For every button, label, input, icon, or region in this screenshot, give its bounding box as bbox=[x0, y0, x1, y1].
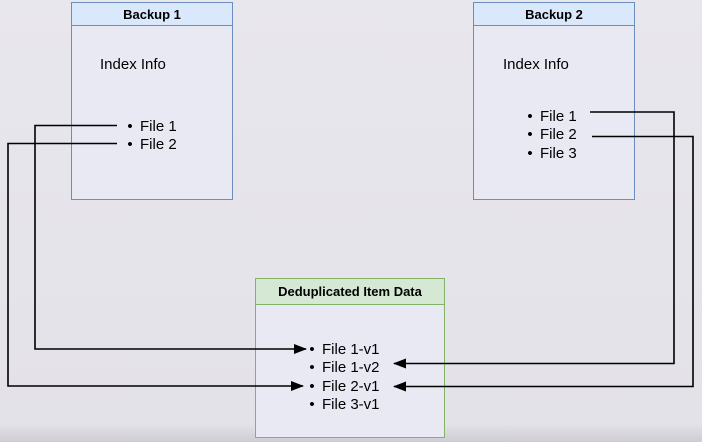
backup1-file-1: • File 1 bbox=[120, 117, 177, 136]
bullet-icon: • bbox=[309, 377, 315, 395]
backup2-file-list: • File 1 • File 2 • File 3 bbox=[520, 107, 577, 163]
dedup-header: Deduplicated Item Data bbox=[256, 279, 444, 305]
bullet-icon: • bbox=[527, 126, 533, 144]
bullet-icon: • bbox=[127, 136, 133, 154]
file-label: File 2-v1 bbox=[322, 377, 380, 395]
dedup-file-1-v1: • File 1-v1 bbox=[302, 340, 380, 359]
dedup-file-3-v1: • File 3-v1 bbox=[302, 396, 380, 415]
bullet-icon: • bbox=[527, 144, 533, 162]
file-label: File 1 bbox=[540, 107, 577, 125]
backup2-box: Backup 2 Index Info • File 1 • File 2 • … bbox=[473, 2, 635, 200]
backup2-file-1: • File 1 bbox=[520, 107, 577, 126]
bullet-icon: • bbox=[309, 359, 315, 377]
backup2-file-2: • File 2 bbox=[520, 126, 577, 145]
backup1-index-label: Index Info bbox=[100, 56, 166, 73]
backup1-header: Backup 1 bbox=[72, 3, 232, 26]
bullet-icon: • bbox=[309, 340, 315, 358]
bullet-icon: • bbox=[309, 396, 315, 414]
dedup-box: Deduplicated Item Data • File 1-v1 • Fil… bbox=[255, 278, 445, 438]
backup1-file-list: • File 1 • File 2 bbox=[120, 117, 177, 155]
dedup-title: Deduplicated Item Data bbox=[278, 284, 422, 299]
file-label: File 1-v1 bbox=[322, 340, 380, 358]
dedup-file-list: • File 1-v1 • File 1-v2 • File 2-v1 • Fi… bbox=[302, 340, 380, 415]
file-label: File 3 bbox=[540, 144, 577, 162]
dedup-file-1-v2: • File 1-v2 bbox=[302, 359, 380, 378]
backup1-title: Backup 1 bbox=[123, 6, 181, 22]
file-label: File 2 bbox=[140, 136, 177, 154]
dedup-file-2-v1: • File 2-v1 bbox=[302, 377, 380, 396]
backup1-box: Backup 1 Index Info • File 1 • File 2 bbox=[71, 2, 233, 200]
backup2-header: Backup 2 bbox=[474, 3, 634, 26]
file-label: File 1 bbox=[140, 117, 177, 135]
backup2-title: Backup 2 bbox=[525, 6, 583, 22]
backup2-file-3: • File 3 bbox=[520, 144, 577, 163]
file-label: File 1-v2 bbox=[322, 359, 380, 377]
bullet-icon: • bbox=[527, 107, 533, 125]
bullet-icon: • bbox=[127, 117, 133, 135]
backup2-index-label: Index Info bbox=[503, 56, 569, 73]
backup1-file-2: • File 2 bbox=[120, 136, 177, 155]
file-label: File 2 bbox=[540, 126, 577, 144]
file-label: File 3-v1 bbox=[322, 396, 380, 414]
